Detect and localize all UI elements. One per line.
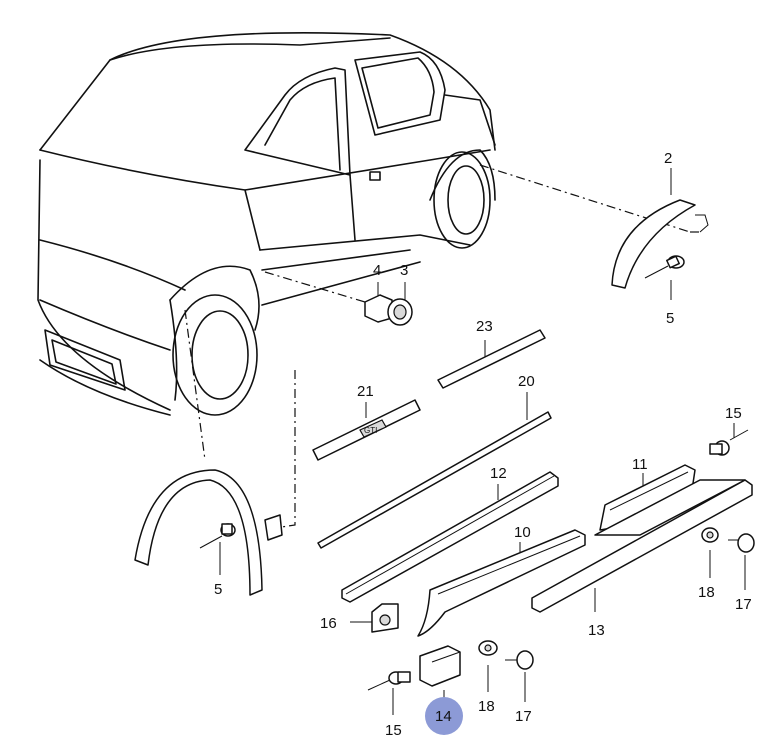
part-strip-23 [437,329,546,389]
emblem-text: GTI [364,426,377,435]
callout-15-lower: 15 [385,722,402,739]
part-front-arch-trim [134,469,283,596]
callout-20: 20 [518,373,535,390]
callout-15-upper: 15 [725,405,742,422]
callout-2: 2 [664,150,672,167]
callout-13: 13 [588,622,605,639]
callout-12: 12 [490,465,507,482]
callout-17-lower: 17 [515,708,532,725]
part-pin-lower [367,671,411,691]
callout-labels: 2 3 4 5 5 10 11 12 13 14 15 15 16 17 17 … [214,150,752,739]
callout-21: 21 [357,383,374,400]
part-sill-panel-10 [417,529,586,637]
callout-18-lower: 18 [478,698,495,715]
part-rear-arch-trim [611,199,709,289]
part-pin-upper [709,429,749,456]
callout-17-upper: 17 [735,596,752,613]
callout-3: 3 [400,262,408,279]
part-strip-20 [317,411,552,549]
part-emblem-strip-21: GTI [312,399,421,461]
part-clip-block-14 [419,645,461,687]
leader-lines [184,164,746,715]
callout-5-upper: 5 [666,310,674,327]
part-long-sill-13 [531,479,753,613]
callout-5-lower: 5 [214,581,222,598]
part-screw-lower [505,650,534,670]
car-illustration [37,31,496,416]
part-bracket-16 [371,603,399,633]
callout-18-upper: 18 [698,584,715,601]
part-clip-pin-lower [199,523,236,549]
callout-14-highlight [425,697,463,735]
callout-23: 23 [476,318,493,335]
callout-14: 14 [435,708,452,725]
callout-10: 10 [514,524,531,541]
callout-16: 16 [320,615,337,632]
callout-14-badge: 14 [425,697,463,735]
part-sill-strip-12 [341,471,559,603]
part-washer-upper [701,527,719,543]
part-clip-pin-upper [644,255,685,279]
part-screw-upper [728,533,755,553]
callout-11: 11 [632,456,648,473]
part-grommet [364,294,413,326]
callout-4: 4 [373,262,381,279]
part-washer-lower [478,640,498,656]
